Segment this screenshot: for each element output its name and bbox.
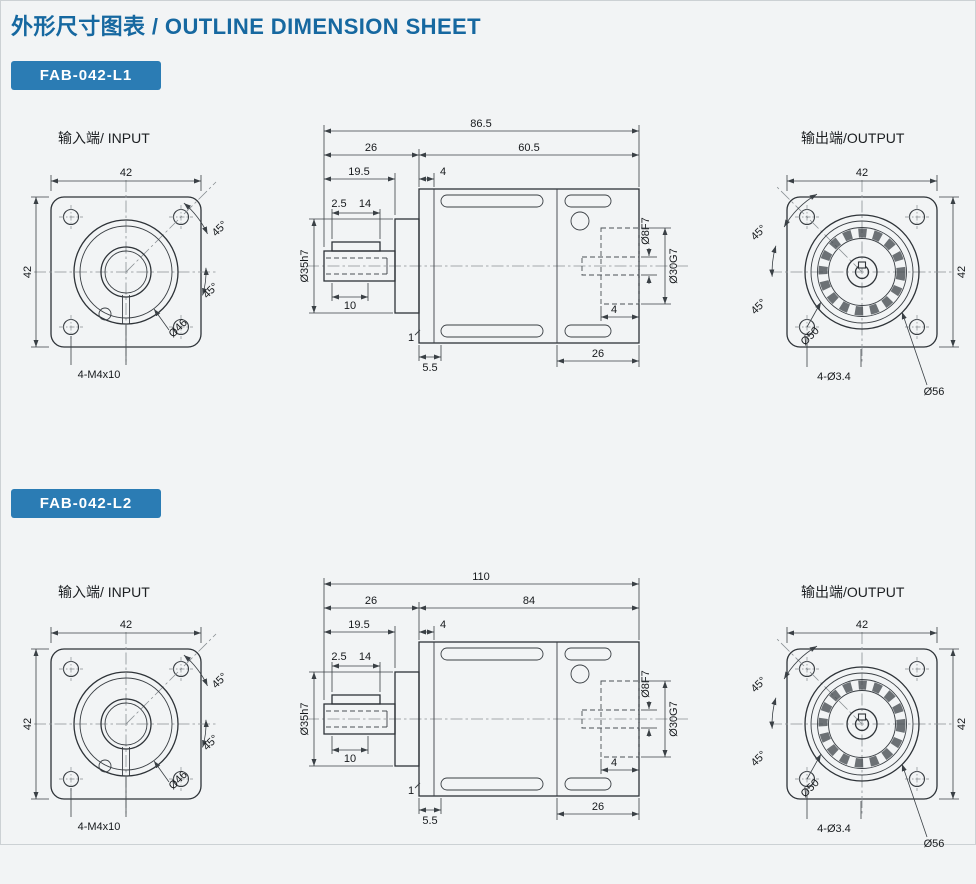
dim-plate-thickness: 4: [440, 619, 446, 631]
dim-body-length: 84: [523, 595, 535, 607]
input-view-drawing: 42 42 45° 45° Ø46 4-M4x10: [22, 619, 230, 833]
dim-front-length: 26: [365, 142, 377, 154]
side-outline: [307, 641, 691, 797]
dim-plate-thickness: 4: [440, 166, 446, 178]
dim-front-recess: 5.5: [422, 362, 437, 374]
dim-input-angle-b: 45°: [201, 733, 221, 753]
dim-key-width: 10: [344, 300, 356, 312]
dim-key-height: 2.5: [331, 651, 346, 663]
dim-output-width: 42: [856, 167, 868, 179]
output-dimensions: 42 42 45° 45° Ø50 4-Ø3.4 Ø56: [749, 167, 968, 398]
dim-input-width: 42: [120, 619, 132, 631]
dim-total-length: 110: [472, 571, 490, 583]
dim-output-height: 42: [956, 266, 968, 278]
dim-input-width: 42: [120, 167, 132, 179]
dim-rear-length: 26: [592, 348, 604, 360]
dim-key-length: 14: [359, 198, 371, 210]
dim-recess-depth: 4: [611, 304, 617, 316]
dim-total-length: 86.5: [470, 118, 491, 130]
dim-input-angle-a: 45°: [210, 671, 230, 691]
dim-step: 1: [408, 332, 414, 344]
dim-input-height: 42: [22, 718, 34, 730]
dim-output-angle-a: 45°: [749, 223, 769, 243]
dim-body-length: 60.5: [518, 142, 539, 154]
dim-output-boss-dia: Ø56: [924, 838, 945, 850]
dim-output-pilot: Ø30G7: [668, 701, 680, 736]
dim-input-pilot: Ø35h7: [299, 702, 311, 735]
side-dimensions: 110 26 84 19.5 4 2.5 14 Ø35h7 10 1 5.5 2…: [299, 571, 680, 827]
dim-output-bolt-circle: Ø50: [799, 777, 822, 800]
dim-key-width: 10: [344, 753, 356, 765]
dim-recess-depth: 4: [611, 757, 617, 769]
dim-step: 1: [408, 785, 414, 797]
model-badge-l1: FAB-042-L1: [11, 61, 161, 90]
dim-input-pilot: Ø35h7: [299, 249, 311, 282]
dim-output-angle-b: 45°: [749, 749, 769, 769]
model-label: FAB-042-L1: [39, 67, 133, 84]
dim-key-length: 14: [359, 651, 371, 663]
dim-input-thread-holes: 4-M4x10: [78, 369, 121, 381]
dim-output-width: 42: [856, 619, 868, 631]
dim-shaft-length: 19.5: [348, 619, 369, 631]
dim-input-angle-a: 45°: [210, 219, 230, 239]
side-view-drawing: 110 26 84 19.5 4 2.5 14 Ø35h7 10 1 5.5 2…: [299, 571, 691, 827]
dim-output-bolt-circle: Ø50: [799, 325, 822, 348]
dim-output-pilot: Ø30G7: [668, 248, 680, 283]
dim-input-bolt-circle: Ø46: [167, 317, 190, 340]
dim-front-recess: 5.5: [422, 815, 437, 827]
output-dimensions: 42 42 45° 45° Ø50 4-Ø3.4 Ø56: [749, 619, 968, 850]
dim-input-bolt-circle: Ø46: [167, 769, 190, 792]
output-view-label: 输出端/OUTPUT: [801, 130, 905, 146]
dim-output-boss-dia: Ø56: [924, 386, 945, 398]
output-view-label: 输出端/OUTPUT: [801, 584, 905, 600]
dim-output-bore: Ø8F7: [640, 217, 652, 245]
input-view-label: 输入端/ INPUT: [58, 130, 150, 146]
side-view-drawing: 86.5 26 60.5 19.5 4 2.5 14 Ø35h7 10 1 5.…: [299, 118, 691, 374]
dim-input-thread-holes: 4-M4x10: [78, 821, 121, 833]
dim-key-height: 2.5: [331, 198, 346, 210]
input-view-drawing: 42 42 45° 45° Ø46 4-M4x10: [22, 167, 230, 381]
model-badge-l2: FAB-042-L2: [11, 489, 161, 518]
dim-output-through-holes: 4-Ø3.4: [817, 371, 851, 383]
model-label: FAB-042-L2: [39, 495, 133, 512]
dim-rear-length: 26: [592, 801, 604, 813]
input-view-label: 输入端/ INPUT: [58, 584, 150, 600]
dim-output-height: 42: [956, 718, 968, 730]
dim-output-bore: Ø8F7: [640, 670, 652, 698]
dim-shaft-length: 19.5: [348, 166, 369, 178]
output-view-drawing: 42 42 45° 45° Ø50 4-Ø3.4 Ø56: [749, 167, 968, 398]
dim-output-angle-a: 45°: [749, 675, 769, 695]
input-flange-outline: [34, 632, 218, 816]
dim-output-angle-b: 45°: [749, 297, 769, 317]
side-outline: [307, 188, 691, 344]
output-view-drawing: 42 42 45° 45° Ø50 4-Ø3.4 Ø56: [749, 619, 968, 850]
output-flange-outline: [770, 180, 954, 364]
page-title: 外形尺寸图表 / OUTLINE DIMENSION SHEET: [11, 14, 481, 39]
dim-front-length: 26: [365, 595, 377, 607]
dim-input-angle-b: 45°: [201, 281, 221, 301]
side-dimensions: 86.5 26 60.5 19.5 4 2.5 14 Ø35h7 10 1 5.…: [299, 118, 680, 374]
dim-output-through-holes: 4-Ø3.4: [817, 823, 851, 835]
dim-input-height: 42: [22, 266, 34, 278]
output-flange-outline: [770, 632, 954, 816]
